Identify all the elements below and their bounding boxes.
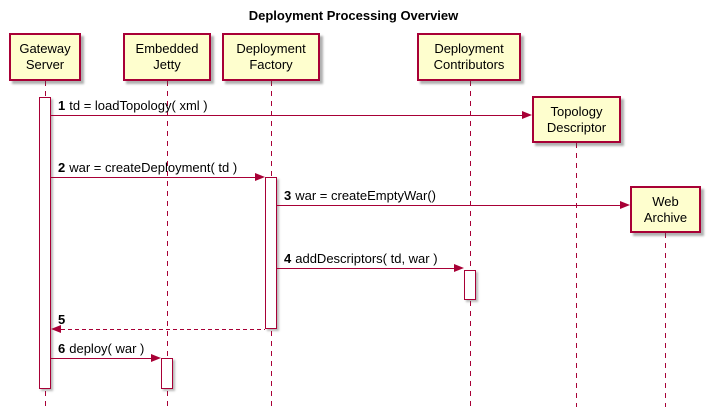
participant-label: Web Archive	[643, 193, 688, 225]
message-3-line	[277, 205, 620, 206]
arrowhead-left-icon	[51, 325, 61, 333]
participant-label: Embedded Jetty	[135, 41, 199, 72]
message-2-line	[51, 177, 255, 178]
message-5-line	[61, 329, 265, 330]
message-4-line	[277, 268, 454, 269]
message-number: 1	[58, 98, 66, 113]
diagram-title: Deployment Processing Overview	[248, 8, 459, 23]
participant-topology-descriptor: Topology Descriptor	[532, 96, 621, 143]
lifeline-topology-descriptor	[576, 143, 577, 407]
message-number: 3	[284, 188, 292, 203]
participant-deployment-contributors: Deployment Contributors	[417, 33, 521, 81]
lifeline-embedded-jetty	[167, 81, 168, 407]
participant-embedded-jetty: Embedded Jetty	[123, 33, 211, 81]
arrowhead-right-icon	[255, 173, 265, 181]
message-text: td = loadTopology( xml )	[69, 98, 208, 113]
message-text: war = createEmptyWar()	[295, 188, 436, 203]
message-text: deploy( war )	[69, 341, 145, 356]
message-number: 6	[58, 341, 66, 356]
participant-web-archive: Web Archive	[630, 186, 701, 233]
participant-label: Deployment Factory	[236, 41, 306, 72]
participant-label: Topology Descriptor	[546, 103, 607, 135]
activation-deployment-factory	[265, 177, 277, 329]
arrowhead-right-icon	[454, 264, 464, 272]
participant-label: Gateway Server	[19, 41, 71, 72]
arrowhead-right-icon	[522, 111, 532, 119]
participant-label: Deployment Contributors	[433, 41, 505, 72]
lifeline-deployment-contributors	[470, 81, 471, 407]
message-text: war = createDeployment( td )	[69, 160, 238, 175]
participant-gateway-server: Gateway Server	[9, 33, 81, 81]
message-1-line	[51, 115, 522, 116]
arrowhead-right-icon	[151, 354, 161, 362]
message-number: 5	[58, 312, 66, 327]
arrowhead-right-icon	[620, 201, 630, 209]
participant-deployment-factory: Deployment Factory	[222, 33, 320, 81]
activation-gateway-server	[39, 97, 51, 389]
lifeline-web-archive	[665, 233, 666, 407]
message-number: 4	[284, 251, 292, 266]
message-5-label: 5	[58, 312, 69, 327]
message-6-line	[51, 358, 151, 359]
message-text: addDescriptors( td, war )	[295, 251, 438, 266]
activation-deployment-contributors	[464, 270, 476, 300]
activation-embedded-jetty	[161, 358, 173, 389]
message-number: 2	[58, 160, 66, 175]
